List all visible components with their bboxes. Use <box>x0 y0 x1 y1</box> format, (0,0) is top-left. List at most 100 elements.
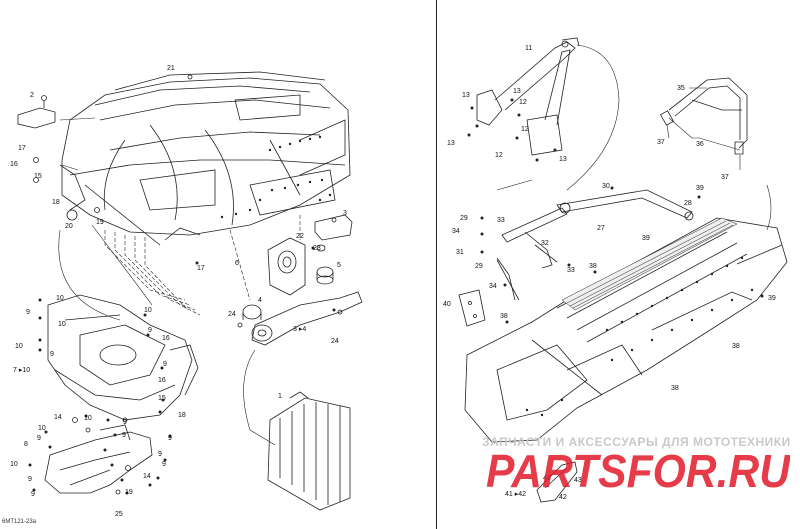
engine-mount-assembly <box>268 238 333 295</box>
callout-r-12c: 12 <box>495 152 503 159</box>
watermark-tagline: ЗАПЧАСТИ И АКСЕССУАРЫ ДЛЯ МОТОТЕХНИКИ <box>482 435 791 449</box>
callout-r-38a: 38 <box>589 263 597 270</box>
callout-2: 2 <box>30 92 34 99</box>
tunnel-assembly-drawing: 11 13 13 12 12 13 12 13 35 37 36 37 30 3… <box>443 0 800 529</box>
callout-16b: 16 <box>162 335 170 342</box>
callout-9c: 9 <box>163 361 167 368</box>
callout-r-12b: 12 <box>521 126 529 133</box>
tunnel-part-38 <box>465 218 787 442</box>
callout-r-39b: 39 <box>642 235 650 242</box>
callout-10c: 10 <box>58 321 66 328</box>
callout-5: 5 <box>337 262 341 269</box>
callout-18b: 18 <box>178 412 186 419</box>
callout-9j: 9 <box>162 461 166 468</box>
small-hardware-dots <box>28 246 336 495</box>
callout-r-29a: 29 <box>460 215 468 222</box>
callout-10b: 10 <box>144 307 152 314</box>
reference-code: 6MT121-23a <box>2 519 37 525</box>
main-frame <box>60 72 350 245</box>
frame-rivets <box>220 135 332 219</box>
callout-9b: 9 <box>148 327 152 334</box>
callout-9h: 9 <box>168 435 172 442</box>
lower-crossmember <box>45 418 152 495</box>
left-callout-labels: 21 2 17 16 15 18 19 20 3 22 23 6 5 4 24 … <box>10 65 347 518</box>
callout-r-13b: 13 <box>513 88 521 95</box>
callout-9g: 9 <box>37 435 41 442</box>
callout-r-42: 42 <box>559 494 567 501</box>
callout-r-13a: 13 <box>462 92 470 99</box>
watermark-logo: PARTSFOR.RU <box>486 449 790 493</box>
bracket-part-41 <box>537 462 577 502</box>
callout-r-33b: 33 <box>567 267 575 274</box>
leader-lines-solid <box>59 118 275 445</box>
callout-4: 4 <box>258 297 262 304</box>
callout-r-37b: 37 <box>721 174 729 181</box>
callout-14a: 14 <box>54 414 62 421</box>
callout-9a: 9 <box>26 309 30 316</box>
callout-r-30: 30 <box>602 183 610 190</box>
callout-24b: 24 <box>331 338 339 345</box>
callout-3: 3 <box>343 210 347 217</box>
callout-10d: 10 <box>15 343 23 350</box>
callout-r-31: 31 <box>456 249 464 256</box>
callout-r-36: 36 <box>696 141 704 148</box>
callout-19: 19 <box>96 219 104 226</box>
left-diagram-panel: 21 2 17 16 15 18 19 20 3 22 23 6 5 4 24 … <box>2 65 424 525</box>
lower-arm-assembly <box>238 292 362 345</box>
callout-10g: 10 <box>10 461 18 468</box>
radiator-panel-part-1 <box>268 392 350 510</box>
right-leader-lines <box>497 45 771 230</box>
callout-r-43b: 43 <box>574 477 582 484</box>
callout-3-4: 3 ▸4 <box>293 326 306 333</box>
callout-15: 15 <box>34 173 42 180</box>
hardware-left-frame <box>34 75 193 220</box>
plate-part-40 <box>459 290 485 326</box>
bracket-part-3 <box>315 215 352 240</box>
watermark-logo-text: PARTSFOR.RU <box>486 449 790 493</box>
tunnel-rivets <box>525 256 754 417</box>
right-callout-labels: 11 13 13 12 12 13 12 13 35 37 36 37 30 3… <box>443 45 776 501</box>
heat-exchanger-part-39 <box>562 218 737 310</box>
grab-handle-part-35 <box>661 78 747 154</box>
callout-r-43a: 43 <box>543 475 551 482</box>
callout-17b: 17 <box>197 265 205 272</box>
frame-assembly-drawing: 21 2 17 16 15 18 19 20 3 22 23 6 5 4 24 … <box>10 65 424 518</box>
callout-r-27: 27 <box>597 225 605 232</box>
callout-24: 24 <box>228 311 236 318</box>
callout-r-35: 35 <box>677 85 685 92</box>
right-diagram-panel: 11 13 13 12 12 13 12 13 35 37 36 37 30 3… <box>436 0 800 529</box>
steering-support-part-11 <box>477 38 579 155</box>
callout-r-37a: 37 <box>657 139 665 146</box>
callout-r-32: 32 <box>541 240 549 247</box>
callout-9l: 9 <box>31 491 35 498</box>
leader-lines-dashed <box>105 215 300 315</box>
callout-9e: 9 <box>123 419 127 426</box>
callout-15b: 15 <box>158 395 166 402</box>
callout-r-13d: 13 <box>559 156 567 163</box>
callout-r-34a: 34 <box>452 228 460 235</box>
callout-17: 17 <box>18 145 26 152</box>
callout-r-34b: 34 <box>489 283 497 290</box>
callout-16c: 16 <box>158 377 166 384</box>
callout-25: 25 <box>115 511 123 518</box>
callout-r-33a: 33 <box>497 217 505 224</box>
callout-r-38c: 38 <box>732 343 740 350</box>
callout-8: 8 <box>24 441 28 448</box>
callout-r-39c: 39 <box>768 295 776 302</box>
callout-r-40: 40 <box>443 301 451 308</box>
callout-r-38b: 38 <box>500 313 508 320</box>
callout-r-28: 28 <box>684 200 692 207</box>
callout-r-39a: 39 <box>696 185 704 192</box>
bracket-part-2 <box>18 96 55 129</box>
callout-10f: 10 <box>38 425 46 432</box>
callout-r-12a: 12 <box>519 99 527 106</box>
callout-14b: 14 <box>143 473 151 480</box>
callout-18: 18 <box>52 199 60 206</box>
callout-r-13c: 13 <box>447 140 455 147</box>
callout-9f: 9 <box>122 432 126 439</box>
handle-leader-lines <box>667 88 740 170</box>
callout-6: 6 <box>235 260 239 267</box>
callout-21: 21 <box>167 65 175 72</box>
callout-22: 22 <box>296 233 304 240</box>
callout-9d: 9 <box>50 351 54 358</box>
